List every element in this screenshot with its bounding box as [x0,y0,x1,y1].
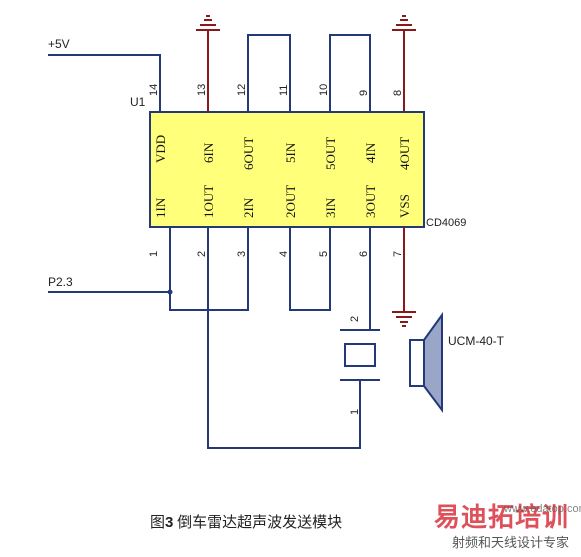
ground-symbol-vss [392,227,416,327]
pin-name-5IN: 5IN [283,142,298,163]
pin-name-6OUT: 6OUT [241,137,256,170]
pin-name-3OUT: 3OUT [363,185,378,218]
crystal-resonator [340,329,380,390]
bottom-pin-names: 1IN 1OUT 2IN 2OUT 3IN 3OUT VSS [153,185,412,218]
ground-symbol-pin8 [392,15,416,112]
input-label: P2.3 [48,275,73,289]
chip-part-label: CD4069 [426,217,466,229]
pin-name-VDD: VDD [153,135,168,163]
ultrasonic-transducer [409,311,443,413]
pin-name-6IN: 6IN [201,142,216,163]
pin-name-5OUT: 5OUT [323,137,338,170]
pin-num-5: 5 [318,251,330,257]
pin-num-3: 3 [236,251,248,257]
figure-caption: 图3 倒车雷达超声波发送模块 [150,511,342,532]
pin-num-8: 8 [392,90,404,96]
transducer-label: UCM-40-T [448,334,505,348]
pin-name-1IN: 1IN [153,197,168,218]
crystal-pin-1: 1 [349,409,361,415]
ground-symbol-pin13 [196,15,220,112]
pin-num-9: 9 [358,90,370,96]
pin-name-2OUT: 2OUT [283,185,298,218]
caption-text: 倒车雷达超声波发送模块 [177,515,343,531]
pin-name-VSS: VSS [397,194,412,218]
chip-designator: U1 [130,95,146,109]
feedback-loop-10-9 [329,34,371,112]
pin2-output-net [207,227,361,449]
loop-4-5 [289,227,331,311]
pin-num-11: 11 [278,85,290,96]
input-net-p23 [48,227,249,311]
pin-name-2IN: 2IN [241,197,256,218]
pin-num-6: 6 [358,251,370,257]
pin-num-7: 7 [392,251,404,257]
pin-name-4IN: 4IN [363,142,378,163]
watermark-subtitle: 射频和天线设计专家 [451,536,569,551]
pin-num-13: 13 [196,84,208,96]
watermark: 易迪拓培训 www.edatop.com 射频和天线设计专家 [433,497,581,551]
pin-num-2: 2 [196,251,208,257]
watermark-url: www.edatop.com [503,503,581,515]
vcc-label: +5V [48,37,70,51]
top-pin-names: VDD 6IN 6OUT 5IN 5OUT 4IN 4OUT [153,135,412,170]
pin-name-3IN: 3IN [323,197,338,218]
feedback-loop-12-11 [247,34,291,112]
pin-num-10: 10 [318,84,330,96]
top-pin-numbers: 14 13 12 11 10 9 8 [148,84,404,96]
pin-num-12: 12 [236,84,248,96]
watermark-title: 易迪拓培训 [433,503,569,533]
caption-number: 3 [165,514,174,531]
cd4069-chip-body [149,111,425,228]
pin-name-1OUT: 1OUT [201,185,216,218]
vcc-net [48,54,161,112]
bottom-pin-numbers: 1 2 3 4 5 6 7 [148,251,404,257]
pin-num-4: 4 [278,251,290,257]
pin-name-4OUT: 4OUT [397,137,412,170]
crystal-pin-2: 2 [349,316,361,322]
pin-num-14: 14 [148,84,160,96]
caption-prefix: 图 [150,515,166,531]
pin-num-1: 1 [148,251,160,257]
